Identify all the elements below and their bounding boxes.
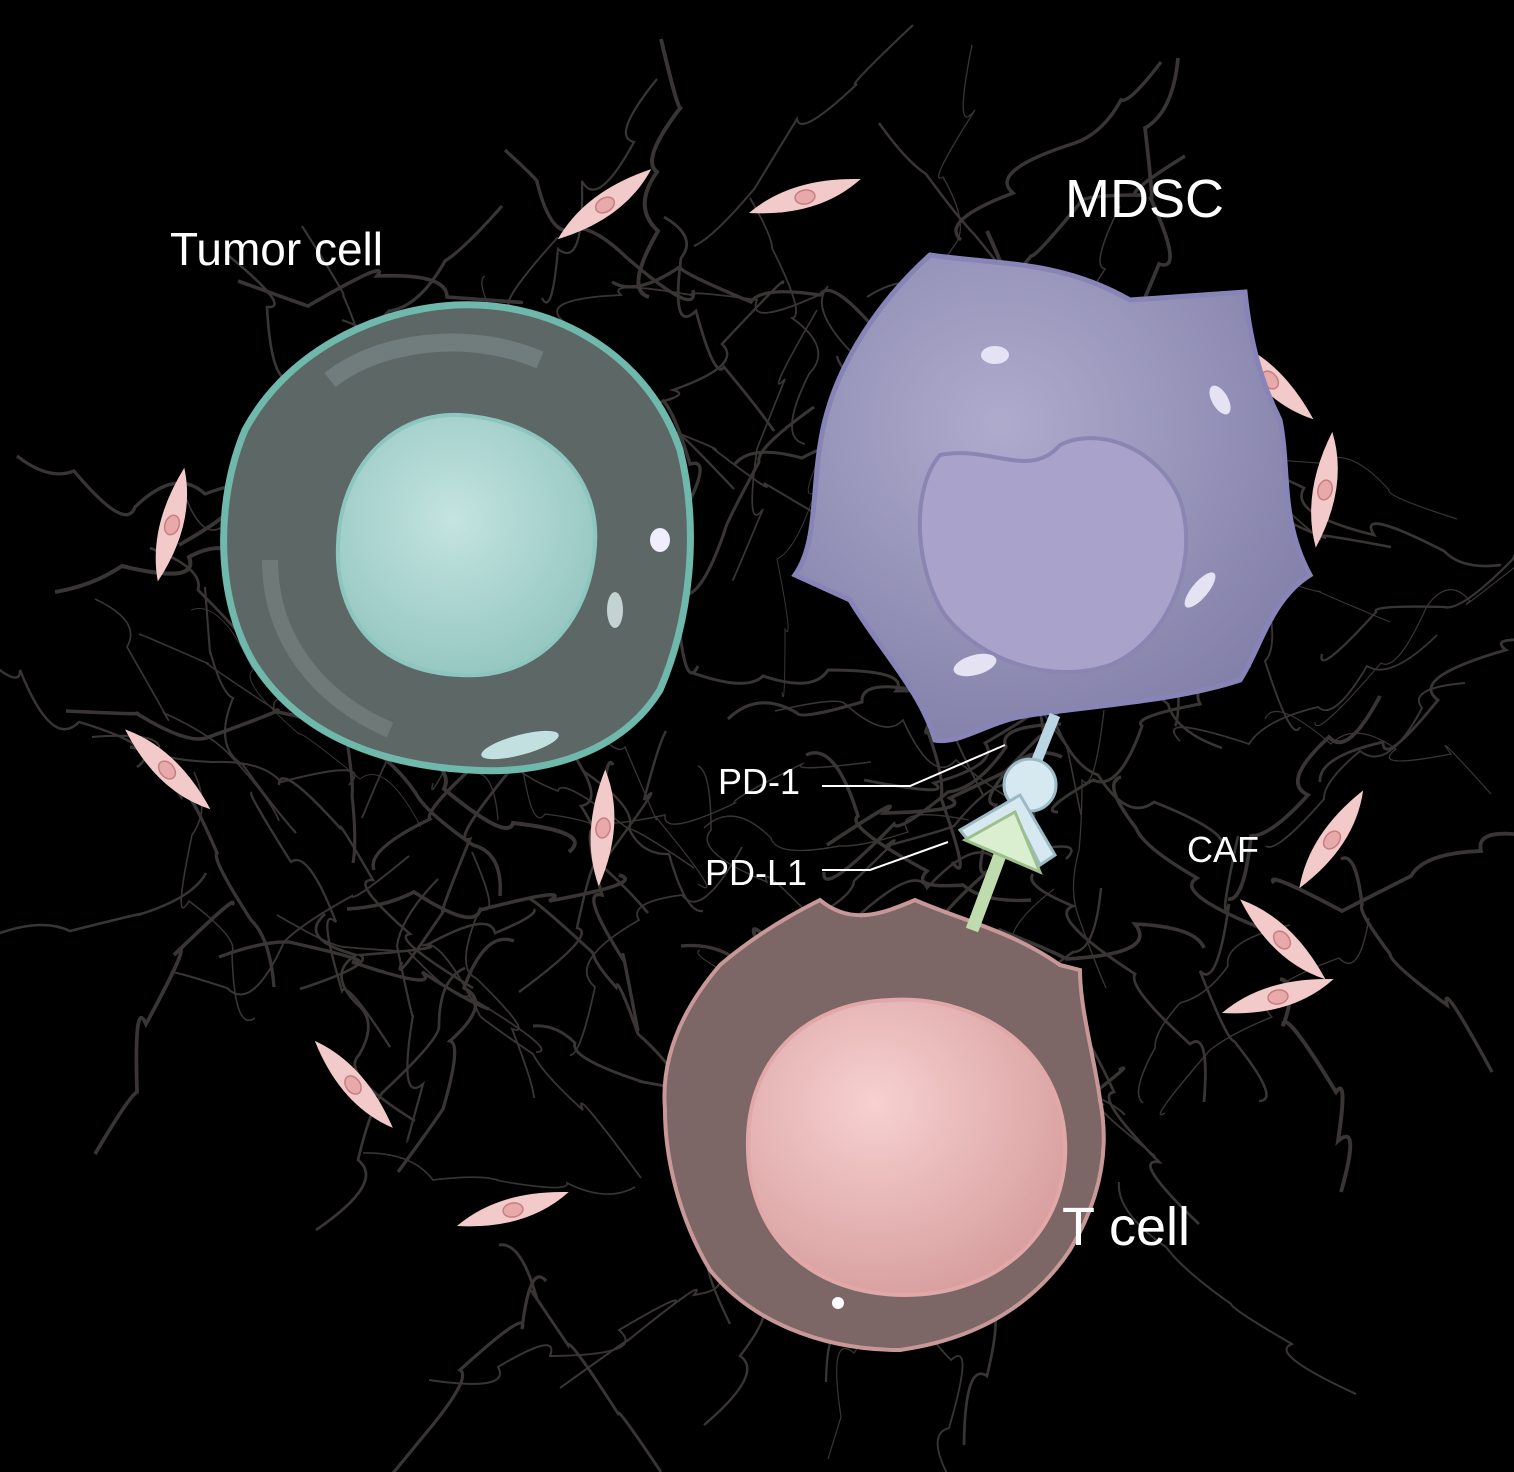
fiber bbox=[249, 791, 391, 1048]
fiber bbox=[1340, 856, 1494, 1073]
fiber bbox=[1227, 695, 1382, 901]
fiber bbox=[94, 598, 280, 822]
fiber bbox=[391, 1275, 548, 1472]
t-cell-label: T cell bbox=[1062, 1197, 1191, 1257]
caf-cell bbox=[748, 178, 861, 214]
caf-cell bbox=[1240, 899, 1326, 980]
fiber bbox=[556, 286, 820, 323]
fiber bbox=[1072, 709, 1107, 989]
fiber bbox=[1265, 682, 1466, 848]
fiber bbox=[663, 215, 776, 432]
pd1-label: PD-1 bbox=[718, 761, 801, 802]
fiber bbox=[593, 761, 872, 825]
caf-cell bbox=[557, 169, 652, 240]
fiber bbox=[91, 734, 356, 786]
fiber bbox=[1314, 567, 1514, 727]
fiber bbox=[805, 751, 1032, 903]
fiber bbox=[1264, 710, 1492, 795]
caf-cell bbox=[590, 769, 615, 887]
fiber bbox=[1270, 831, 1514, 913]
fiber bbox=[277, 777, 474, 990]
fiber bbox=[569, 846, 743, 1056]
fiber bbox=[776, 426, 835, 698]
fiber bbox=[693, 24, 914, 247]
fiber bbox=[396, 937, 515, 1173]
caf-cell bbox=[1311, 431, 1338, 548]
caf-cell bbox=[456, 1191, 569, 1227]
pdl1-head bbox=[961, 809, 1043, 875]
caf-cell bbox=[125, 729, 211, 810]
mdsc-nucleus bbox=[917, 436, 1189, 674]
pdl1-leader-line bbox=[822, 841, 949, 871]
tumor-nucleus bbox=[335, 412, 598, 678]
fiber bbox=[636, 38, 683, 299]
tumor-cell-label: Tumor cell bbox=[170, 223, 383, 275]
fiber bbox=[498, 1243, 663, 1472]
fiber bbox=[1173, 634, 1438, 746]
fiber bbox=[237, 268, 523, 308]
fiber bbox=[1137, 924, 1291, 1104]
fiber bbox=[732, 309, 818, 581]
pd1-stem bbox=[1029, 712, 1061, 768]
fiber bbox=[822, 722, 1062, 881]
caf-label: CAF bbox=[1187, 829, 1259, 870]
fiber bbox=[395, 878, 439, 1143]
fiber bbox=[703, 814, 970, 852]
fiber bbox=[1159, 917, 1370, 1116]
fiber bbox=[791, 783, 1023, 930]
fiber bbox=[1320, 553, 1514, 662]
t-cell-nucleus bbox=[745, 997, 1068, 1298]
caf-cell bbox=[1299, 790, 1364, 889]
pdl1-label: PD-L1 bbox=[705, 852, 808, 893]
pdl1-stem bbox=[965, 852, 1007, 933]
fiber bbox=[1318, 638, 1514, 783]
tumor-cell bbox=[220, 301, 694, 775]
mdsc-label: MDSC bbox=[1065, 169, 1224, 229]
fiber bbox=[129, 745, 276, 988]
fiber bbox=[362, 1152, 636, 1195]
caf-cell bbox=[155, 467, 188, 582]
fiber bbox=[203, 586, 297, 834]
fiber bbox=[774, 700, 1028, 805]
fiber bbox=[529, 897, 693, 1098]
fiber bbox=[541, 78, 658, 304]
fiber bbox=[93, 900, 235, 1155]
fiber bbox=[1279, 977, 1353, 1193]
fiber bbox=[749, 197, 820, 445]
fiber bbox=[218, 940, 490, 1011]
t-cell bbox=[662, 897, 1106, 1353]
fiber bbox=[180, 771, 256, 1021]
mdsc-cell bbox=[791, 252, 1314, 744]
fiber bbox=[0, 668, 146, 769]
fiber bbox=[190, 608, 422, 828]
fiber bbox=[611, 264, 887, 343]
fiber bbox=[954, 60, 1163, 242]
fiber bbox=[1117, 1181, 1357, 1395]
fiber bbox=[465, 851, 535, 1099]
fiber bbox=[1198, 835, 1268, 1103]
caf-cell bbox=[314, 1040, 393, 1128]
fiber bbox=[0, 872, 208, 935]
fiber bbox=[1030, 873, 1207, 1103]
pd1-pdl1-interaction bbox=[957, 712, 1061, 933]
fiber bbox=[421, 943, 642, 1179]
fiber bbox=[315, 966, 466, 1232]
caf-cell bbox=[1221, 978, 1334, 1014]
pd1-leader-line bbox=[822, 744, 1006, 787]
fiber bbox=[428, 1299, 677, 1385]
